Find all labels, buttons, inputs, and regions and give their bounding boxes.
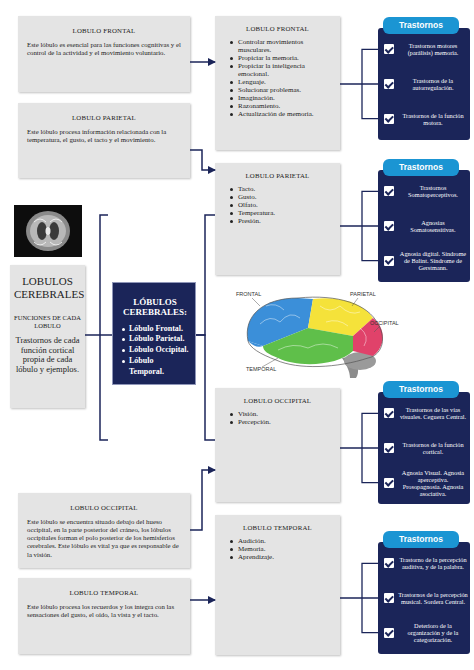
function-box: LOBULO FRONTAL Controlar movimientos musc… bbox=[215, 16, 340, 150]
disorder-item: Trastornos Somatoperceptivos. bbox=[378, 174, 468, 209]
list-item: Lóbulo Occipital. bbox=[121, 345, 189, 356]
list-item: Imaginación. bbox=[229, 94, 334, 102]
list-item: Memoria. bbox=[229, 545, 334, 553]
brain-illustration bbox=[247, 297, 383, 378]
disorder-item: Agnosia Visual. Agnosia aperceptiva. Pro… bbox=[378, 465, 468, 500]
list-item: Olfato. bbox=[229, 201, 334, 209]
disorder-box: TrastornosTrastornos de las vías visuale… bbox=[378, 392, 470, 504]
box-heading: LOBULO PARIETAL bbox=[221, 172, 334, 179]
disorder-item: Trastornos de la percepción musical. Sor… bbox=[378, 581, 468, 616]
list-item: Lóbulo Frontal. bbox=[121, 324, 189, 335]
disorder-item: Trastornos motores (parálisis) memoria. bbox=[378, 32, 468, 67]
title-text: LOBULOS CEREBRALES bbox=[14, 275, 81, 300]
list-item: Propiciar la inteligencia emocional. bbox=[229, 62, 334, 78]
connector-line bbox=[196, 215, 215, 335]
connector-line bbox=[340, 83, 378, 85]
list-box: LÓBULOS CEREBRALES:Lóbulo Frontal.Lóbulo… bbox=[112, 282, 196, 385]
label-leaders bbox=[252, 298, 380, 367]
disorder-item: Agnosias Somatosensitivas. bbox=[378, 209, 468, 244]
pill-heading: Trastornos bbox=[383, 159, 459, 176]
box-heading: LOBULO OCCIPITAL bbox=[27, 504, 181, 511]
connector-arrow bbox=[190, 150, 215, 170]
region-label: FRONTAL bbox=[236, 291, 261, 297]
left-bracket bbox=[100, 215, 108, 440]
box-heading: LOBULO TEMPORAL bbox=[27, 589, 181, 596]
pill-heading: Trastornos bbox=[383, 17, 459, 34]
region-label: TEMPORAL bbox=[246, 366, 276, 372]
list-item: Lóbulo Temporal. bbox=[121, 356, 189, 378]
list-item: Presión. bbox=[229, 217, 334, 225]
disorder-box: TrastornosTrastornos Somatoperceptivos.A… bbox=[378, 170, 470, 282]
list-item: Propiciar la memoria. bbox=[229, 54, 334, 62]
title-text: FUNCIONES DE CADA LOBULO bbox=[14, 314, 81, 330]
pill-heading: Trastornos bbox=[383, 531, 459, 548]
connector-line bbox=[340, 225, 378, 227]
pill-heading: Trastornos bbox=[383, 381, 459, 398]
disorder-item: Trastornos de las vías visuales. Ceguera… bbox=[378, 396, 468, 431]
list-item: Aprendizaje. bbox=[229, 553, 334, 561]
list-item: Visión. bbox=[229, 410, 334, 418]
info-box: LOBULO OCCIPITAL Este lóbulo se encuentra… bbox=[18, 493, 190, 568]
region-label: PARIETAL bbox=[350, 291, 376, 297]
connector-line bbox=[85, 334, 112, 336]
disorder-item: Trastornos de la función cortical. bbox=[378, 431, 468, 466]
list-item: Lóbulo Parietal. bbox=[121, 334, 189, 345]
box-body: Este lóbulo procesa información relacion… bbox=[27, 128, 181, 144]
box-heading: LÓBULOS CEREBRALES: bbox=[121, 297, 189, 318]
disorder-item: Trastornos de la función motora. bbox=[378, 101, 468, 136]
disorder-box: TrastornosTrastorno de la percepción aud… bbox=[378, 542, 470, 654]
box-body: Este lóbulo se encuentra situado debajo … bbox=[27, 518, 181, 559]
info-box: LOBULO FRONTAL Este lóbulo es esencial pa… bbox=[18, 16, 190, 92]
function-box: LOBULO OCCIPITAL Visión.Percepción. bbox=[215, 388, 340, 502]
function-box: LOBULO TEMPORAL Audición.Memoria.Aprendiz… bbox=[215, 515, 340, 655]
region-label: OCCIPITAL bbox=[370, 320, 399, 326]
list-item: Percepción. bbox=[229, 418, 334, 426]
mri-image bbox=[14, 205, 82, 257]
disorder-box: TrastornosTrastornos motores (parálisis)… bbox=[378, 28, 470, 140]
disorder-item: Agnosia digital. Síndrome de Balint. Sín… bbox=[378, 243, 468, 278]
box-heading: LOBULO FRONTAL bbox=[221, 25, 334, 32]
info-box: LOBULO PARIETAL Este lóbulo procesa infor… bbox=[18, 103, 190, 178]
disorder-item: Deterioro de la organización y de la cat… bbox=[378, 615, 468, 650]
box-heading: LOBULO PARIETAL bbox=[27, 114, 181, 121]
connector-arrow bbox=[190, 599, 215, 601]
function-box: LOBULO PARIETAL Tacto.Gusto.Olfato.Temper… bbox=[215, 163, 340, 275]
list-item: Razonamiento. bbox=[229, 102, 334, 110]
box-body: Este lóbulo procesa los recuerdos y los … bbox=[27, 603, 181, 619]
connector-arrow bbox=[190, 470, 215, 530]
list-item: Temperatura. bbox=[229, 209, 334, 217]
title-text: Trastornos de cada función cortical prop… bbox=[14, 336, 81, 375]
list-item: Solucionar problemas. bbox=[229, 86, 334, 94]
box-heading: LOBULO OCCIPITAL bbox=[221, 397, 334, 404]
connector-arrow bbox=[190, 61, 215, 63]
box-heading: LOBULO TEMPORAL bbox=[221, 524, 334, 531]
info-box: LOBULO TEMPORAL Este lóbulo procesa los r… bbox=[18, 578, 190, 654]
connector-line bbox=[196, 335, 215, 440]
list-item: Lenguaje. bbox=[229, 78, 334, 86]
box-body: Este lóbulo es esencial para las funcion… bbox=[27, 41, 181, 57]
connector-line bbox=[340, 447, 378, 449]
disorder-item: Trastornos de la autorregulación. bbox=[378, 67, 468, 102]
list-item: Actualización de memoria. bbox=[229, 110, 334, 118]
list-item: Gusto. bbox=[229, 193, 334, 201]
list-item: Audición. bbox=[229, 537, 334, 545]
connector-line bbox=[340, 597, 378, 599]
disorder-item: Trastorno de la percepción auditiva, y d… bbox=[378, 546, 468, 581]
list-item: Controlar movimientos musculares. bbox=[229, 38, 334, 54]
title-box: LOBULOS CEREBRALES FUNCIONES DE CADA LOBU… bbox=[10, 265, 85, 408]
box-heading: LOBULO FRONTAL bbox=[27, 27, 181, 34]
list-item: Tacto. bbox=[229, 185, 334, 193]
